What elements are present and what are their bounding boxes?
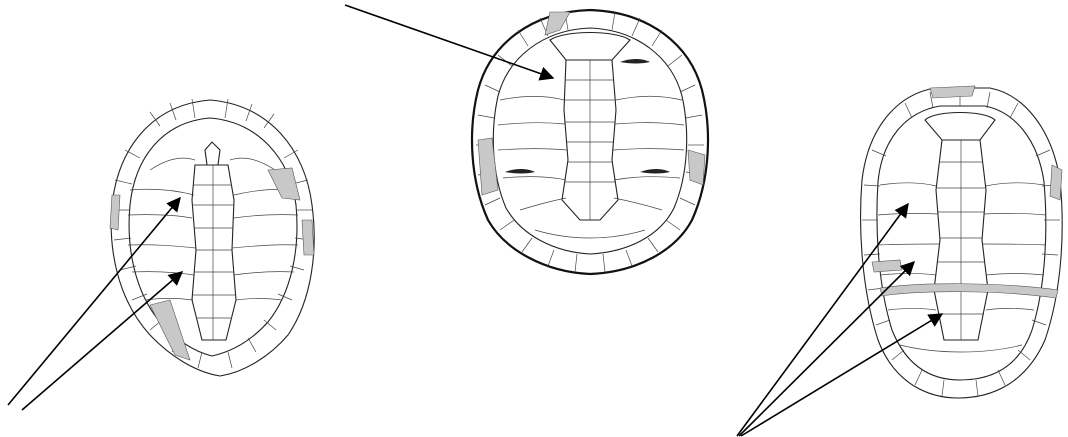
arrow-right-3: [741, 314, 942, 436]
plastron-right: [861, 86, 1063, 398]
arrows: [8, 5, 942, 436]
arrow-right-2: [739, 262, 914, 436]
plastron-left: [110, 99, 314, 376]
plastron-center: [472, 10, 708, 274]
arrow-right-1: [737, 204, 908, 436]
arrow-left-1: [8, 198, 180, 405]
arrow-center: [345, 5, 553, 78]
